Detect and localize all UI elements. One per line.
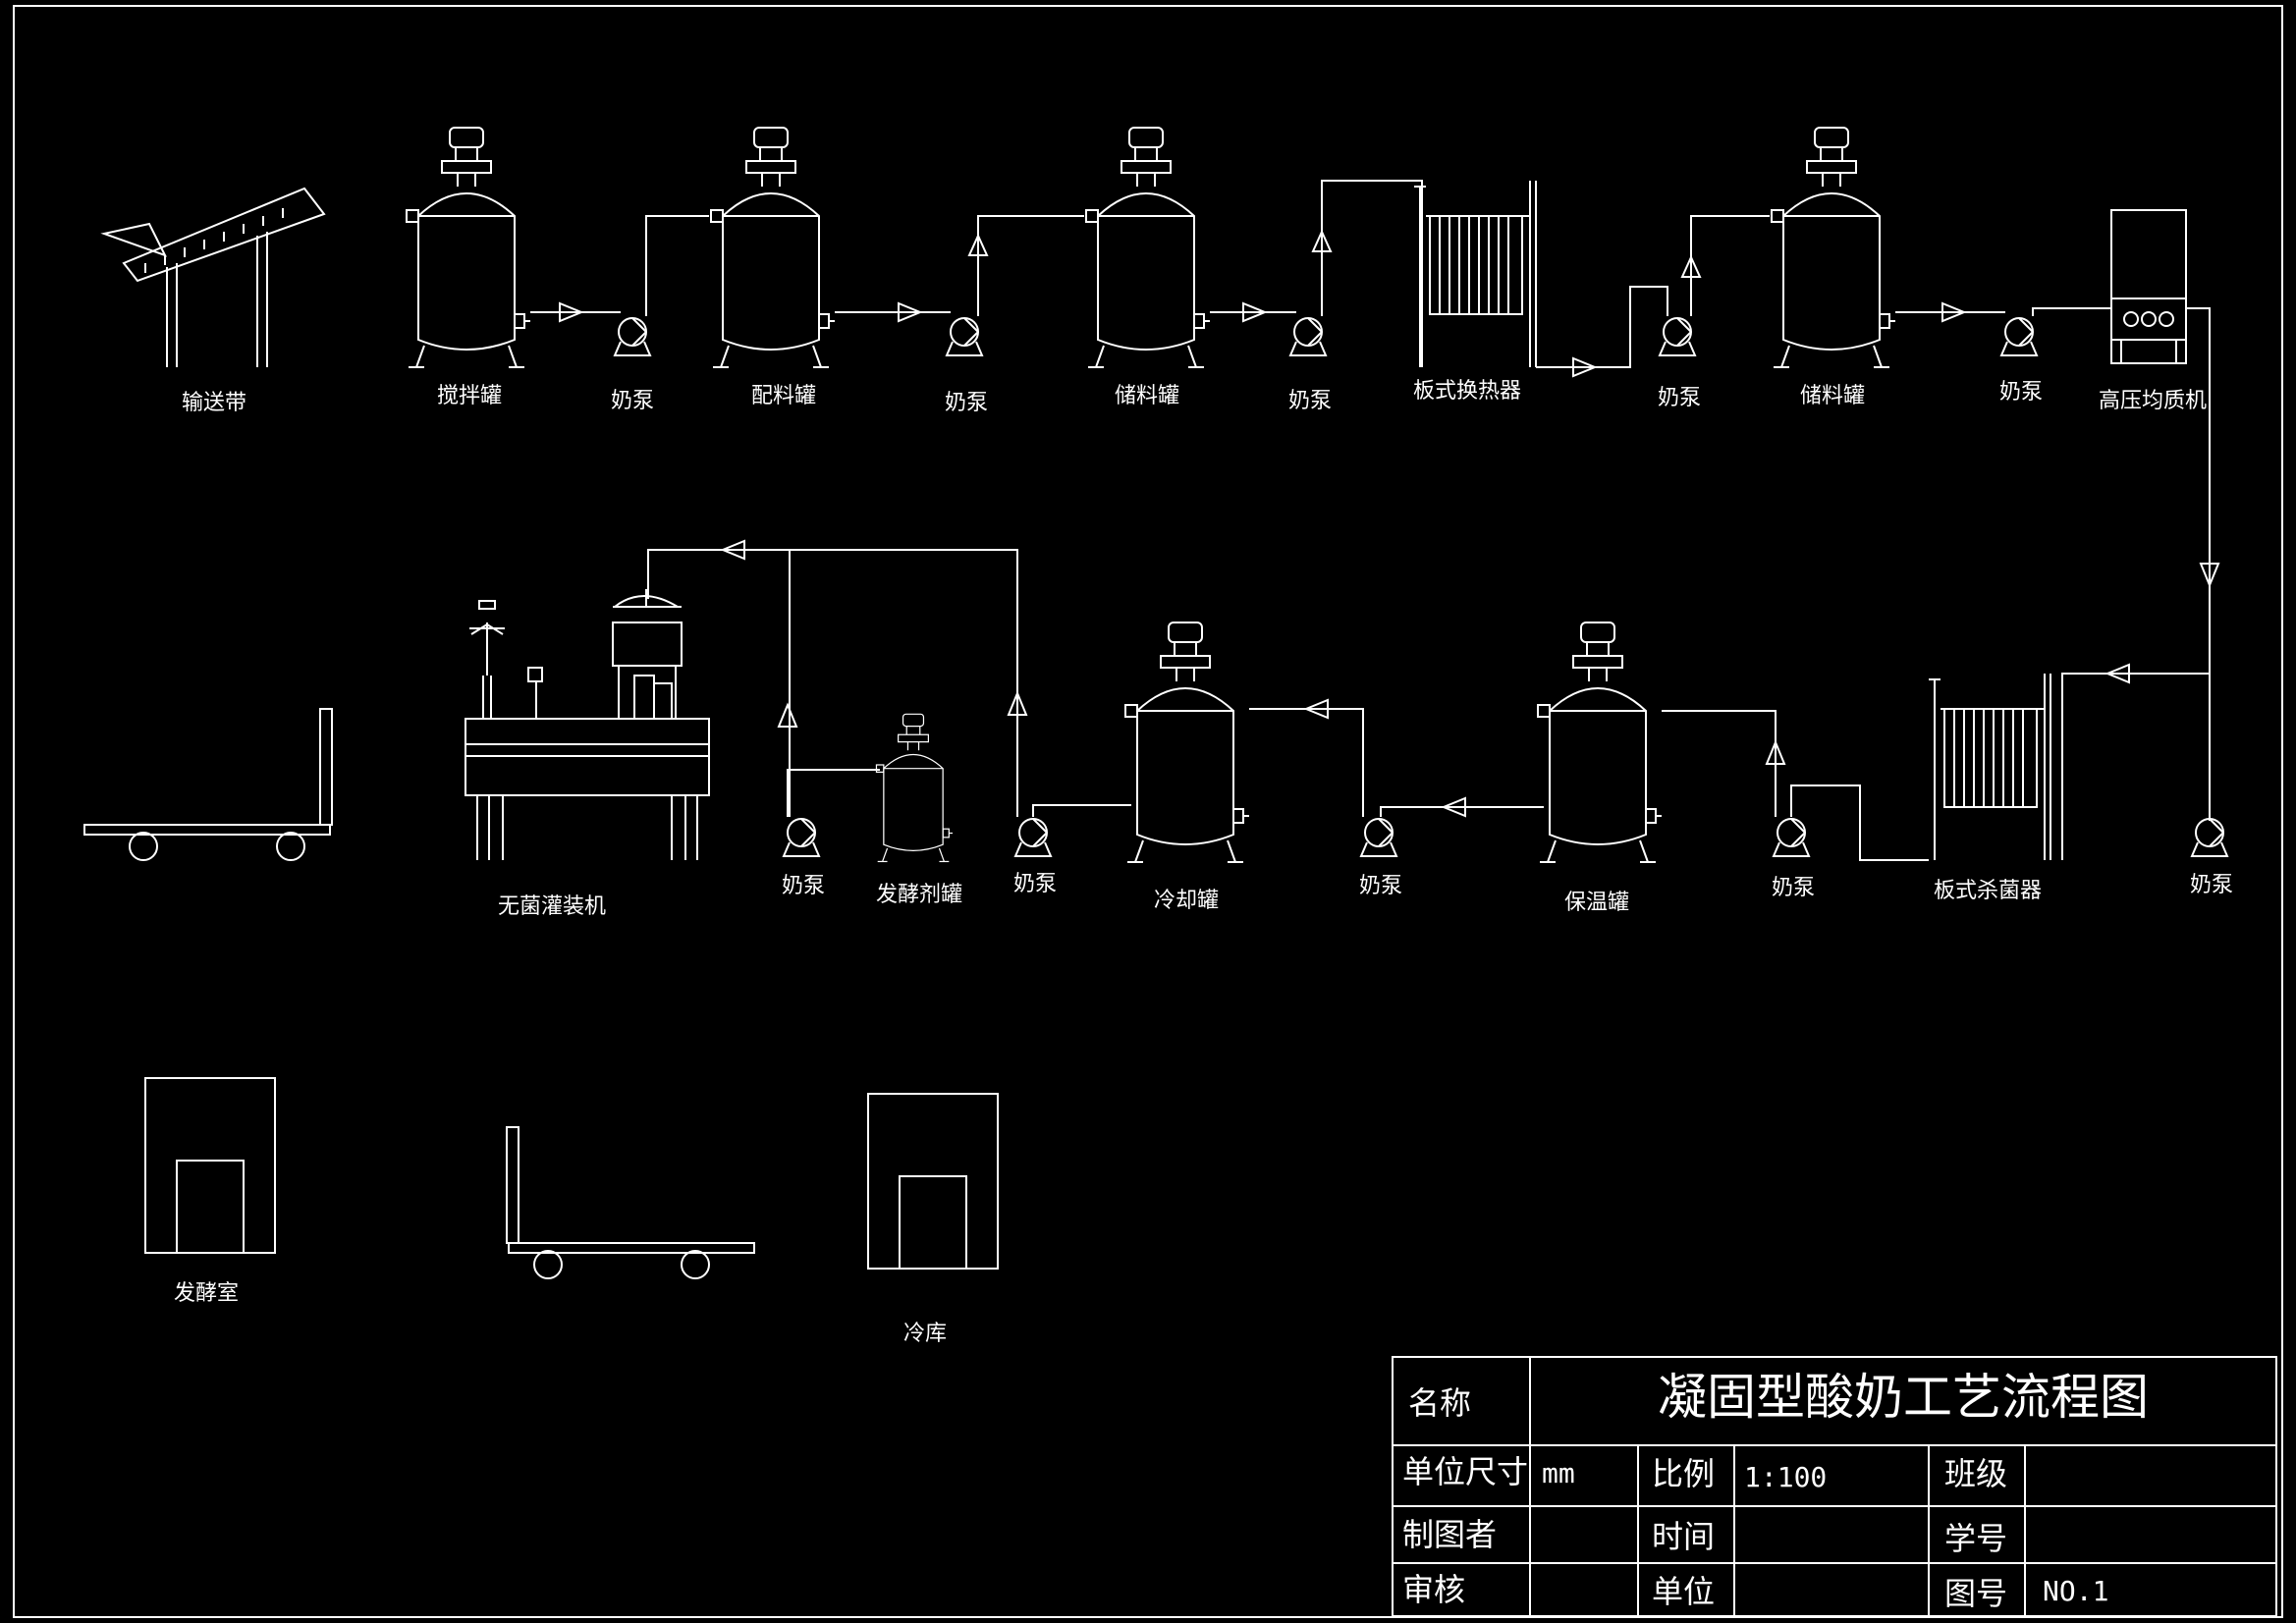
tb-unit-size-value: mm xyxy=(1542,1457,1575,1489)
label-storage-tank-1: 储料罐 xyxy=(1115,384,1179,408)
label-pump-7: 奶泵 xyxy=(1772,876,1815,900)
label-cooling-tank: 冷却罐 xyxy=(1154,889,1219,913)
pump-10-icon xyxy=(783,818,820,857)
tb-org-label: 单位 xyxy=(1652,1573,1715,1610)
storage-tank-2-icon xyxy=(1771,127,1896,368)
row2-piping xyxy=(647,539,2211,861)
label-fermentation-room: 发酵室 xyxy=(174,1281,239,1306)
label-batching-tank: 配料罐 xyxy=(751,384,816,408)
label-pump-6: 奶泵 xyxy=(2190,873,2233,897)
pump-9-icon xyxy=(1014,818,1052,857)
label-plate-sterilizer: 板式杀菌器 xyxy=(1934,879,2042,903)
equipment-labels: 输送带 搅拌罐 奶泵 配料罐 奶泵 储料罐 奶泵 板式换热器 奶泵 储料罐 奶泵… xyxy=(174,379,2233,1346)
label-mixing-tank: 搅拌罐 xyxy=(437,384,502,408)
label-homogenizer: 高压均质机 xyxy=(2099,389,2207,413)
tb-name-label: 名称 xyxy=(1408,1384,1471,1422)
tb-student-id-label: 学号 xyxy=(1944,1520,2007,1557)
plate-sterilizer-icon xyxy=(1928,673,2051,861)
fermentation-room-icon xyxy=(144,1077,276,1254)
label-cold-storage: 冷库 xyxy=(903,1322,947,1346)
holding-tank-icon xyxy=(1537,622,1663,863)
tb-title: 凝固型酸奶工艺流程图 xyxy=(1658,1369,2149,1426)
pump-6-icon xyxy=(2191,818,2228,857)
cold-storage-icon xyxy=(867,1093,999,1270)
tb-reviewer-label: 审核 xyxy=(1402,1571,1465,1608)
label-pump-5: 奶泵 xyxy=(1999,380,2043,405)
row1-piping xyxy=(530,180,2220,821)
pump-2-icon xyxy=(946,317,983,356)
plate-heat-exchanger-icon xyxy=(1413,180,1537,368)
label-storage-tank-2: 储料罐 xyxy=(1800,384,1865,408)
batching-tank-icon xyxy=(710,127,836,368)
label-pump-8: 奶泵 xyxy=(1359,874,1402,898)
tb-drawing-no-value: NO.1 xyxy=(2043,1575,2108,1607)
aseptic-filler-icon xyxy=(465,589,710,860)
tb-drawing-no-label: 图号 xyxy=(1944,1575,2007,1612)
label-pump-4: 奶泵 xyxy=(1658,386,1701,410)
label-holding-tank: 保温罐 xyxy=(1564,891,1629,915)
tb-unit-size-label: 单位尺寸 xyxy=(1402,1453,1528,1490)
label-aseptic-filler: 无菌灌装机 xyxy=(498,894,606,919)
label-starter-tank: 发酵剂罐 xyxy=(876,883,962,907)
starter-tank-icon xyxy=(875,713,954,863)
conveyor-icon xyxy=(100,187,326,367)
cart-2-icon xyxy=(506,1126,755,1279)
cart-1-icon xyxy=(83,708,333,861)
pump-3-icon xyxy=(1289,317,1327,356)
label-pump-2: 奶泵 xyxy=(945,391,988,415)
label-conveyor: 输送带 xyxy=(182,391,246,415)
pump-1-icon xyxy=(614,317,651,356)
tb-scale-label: 比例 xyxy=(1652,1455,1715,1492)
cooling-tank-icon xyxy=(1124,622,1250,863)
pump-7-icon xyxy=(1773,818,1810,857)
pump-8-icon xyxy=(1360,818,1397,857)
title-block: 名称 凝固型酸奶工艺流程图 单位尺寸 mm 比例 1:100 班级 制图者 时间… xyxy=(1392,1356,2277,1617)
label-pump-10: 奶泵 xyxy=(782,874,825,898)
pump-5-icon xyxy=(2000,317,2038,356)
pump-4-icon xyxy=(1659,317,1696,356)
label-pump-9: 奶泵 xyxy=(1013,872,1057,896)
label-pump-1: 奶泵 xyxy=(611,389,654,413)
homogenizer-icon xyxy=(2110,209,2187,364)
tb-scale-value: 1:100 xyxy=(1744,1461,1827,1493)
label-pump-3: 奶泵 xyxy=(1288,389,1332,413)
label-plate-heat-exchanger: 板式换热器 xyxy=(1413,379,1521,404)
storage-tank-1-icon xyxy=(1085,127,1211,368)
tb-class-label: 班级 xyxy=(1944,1455,2007,1492)
mixing-tank-icon xyxy=(406,127,531,368)
drawing-frame xyxy=(13,5,2283,1618)
tb-drawer-label: 制图者 xyxy=(1402,1516,1497,1553)
tb-time-label: 时间 xyxy=(1652,1518,1715,1555)
